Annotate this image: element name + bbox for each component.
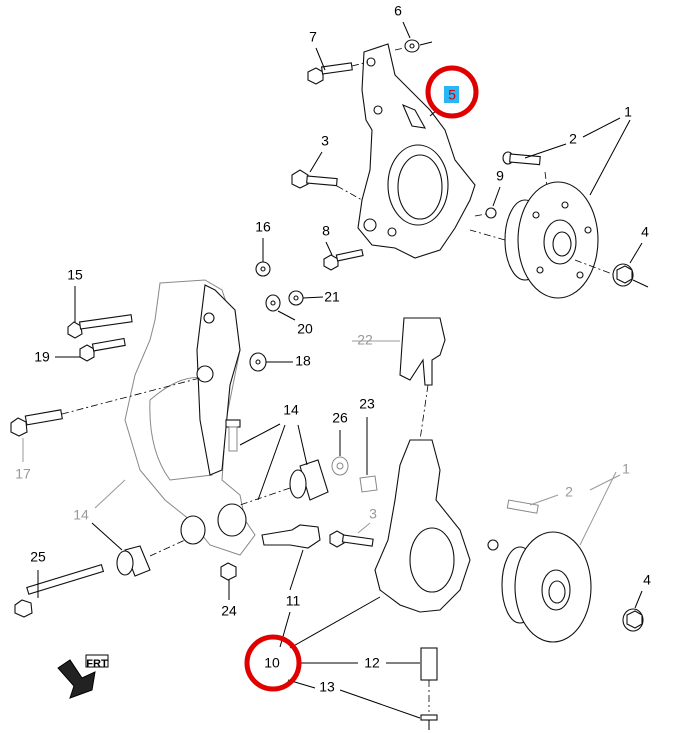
wheel-stud-2-lower [506,499,539,514]
nut-24 [220,562,237,581]
wheel-hub-1-lower [501,531,592,643]
callout-3: 3 [321,133,329,149]
callout-1-gray: 1 [622,461,630,477]
callout-6: 6 [394,3,402,19]
knuckle-bore [409,527,455,593]
callout-4: 4 [641,224,649,240]
bushing-14-left [116,545,151,577]
pinch-bolt-12 [420,647,438,681]
bolt-19 [79,337,126,362]
bolt-17 [10,409,63,437]
lower-callouts: 16 15 21 20 19 18 22 17 14 26 23 14 3 1 … [15,219,651,695]
callout-14: 14 [283,402,299,418]
callout-1: 1 [624,104,632,120]
upper-knuckle-assembly [291,39,649,299]
bushing-hole [196,365,214,383]
knuckle-hole [366,57,376,67]
callout-24: 24 [221,603,237,619]
screw-13 [420,714,438,730]
subframe-opening [149,377,213,481]
nut-23 [359,475,378,493]
callout-7: 7 [309,29,317,45]
washer-20 [265,294,281,312]
callout-12: 12 [364,655,380,671]
bolt-8 [323,249,364,271]
nut-6 [404,39,420,53]
callout-14-gray: 14 [73,507,89,523]
wheel-stud-2 [502,151,541,166]
knuckle-hole [387,227,397,237]
bushing-hole [203,312,215,324]
highlight-circle-10 [244,634,302,692]
knuckle-slot [401,103,427,129]
highlight-circle-5 [425,65,479,119]
callout-26: 26 [332,410,348,426]
callout-17: 17 [15,466,31,482]
callout-23: 23 [359,396,375,412]
callout-21: 21 [324,289,340,305]
bushing-bore [217,503,247,537]
callout-3-gray: 3 [369,506,377,522]
bolt-7 [307,62,353,85]
bolt-3 [291,169,338,189]
callout-8: 8 [322,223,330,239]
upper-callouts: 6 7 5 3 2 1 9 8 4 [309,3,649,240]
callout-15: 15 [67,267,83,283]
front-direction-arrow: FRT [57,654,109,699]
callout-18: 18 [295,353,311,369]
knuckle-hole [363,218,377,232]
callout-2: 2 [569,131,577,147]
nut-18 [249,352,267,372]
bolt-15 [67,314,133,339]
hub-nut-4 [612,263,634,287]
callout-9: 9 [496,168,504,184]
knuckle-hole [373,105,383,115]
callout-2-gray: 2 [565,484,573,500]
bolt-3-lower [329,530,374,548]
callout-16: 16 [255,219,271,235]
callout-10: 10 [264,655,280,671]
upper-leader-lines [309,21,643,264]
callout-13: 13 [319,679,335,695]
wheel-hub-1 [504,181,599,299]
callout-20: 20 [297,321,313,337]
callout-5: 5 [448,87,456,103]
link-11 [261,524,321,549]
callout-22: 22 [357,332,373,348]
callout-25: 25 [30,549,46,565]
hub-nut-4-lower [622,608,644,632]
highlight-box-5 [444,86,459,103]
lower-knuckle-assembly [329,317,644,730]
washer-lower [487,539,499,551]
nut-21 [288,290,304,306]
callout-4-lower: 4 [643,572,651,588]
washer-26 [331,456,349,476]
callout-19: 19 [34,349,50,365]
knuckle-bore-inner [397,154,443,220]
bolt-25 [14,563,105,618]
bushing-bore [180,515,206,545]
stud-14 [225,419,241,452]
lower-leader-lines [22,238,643,719]
bushing-14-right [289,459,329,501]
callout-11: 11 [286,593,301,609]
ball-joint-22 [399,317,446,386]
washer-9 [485,207,497,219]
front-arrow-label: FRT [86,658,108,670]
cradle-assembly [10,261,378,618]
nut-16 [255,261,271,277]
